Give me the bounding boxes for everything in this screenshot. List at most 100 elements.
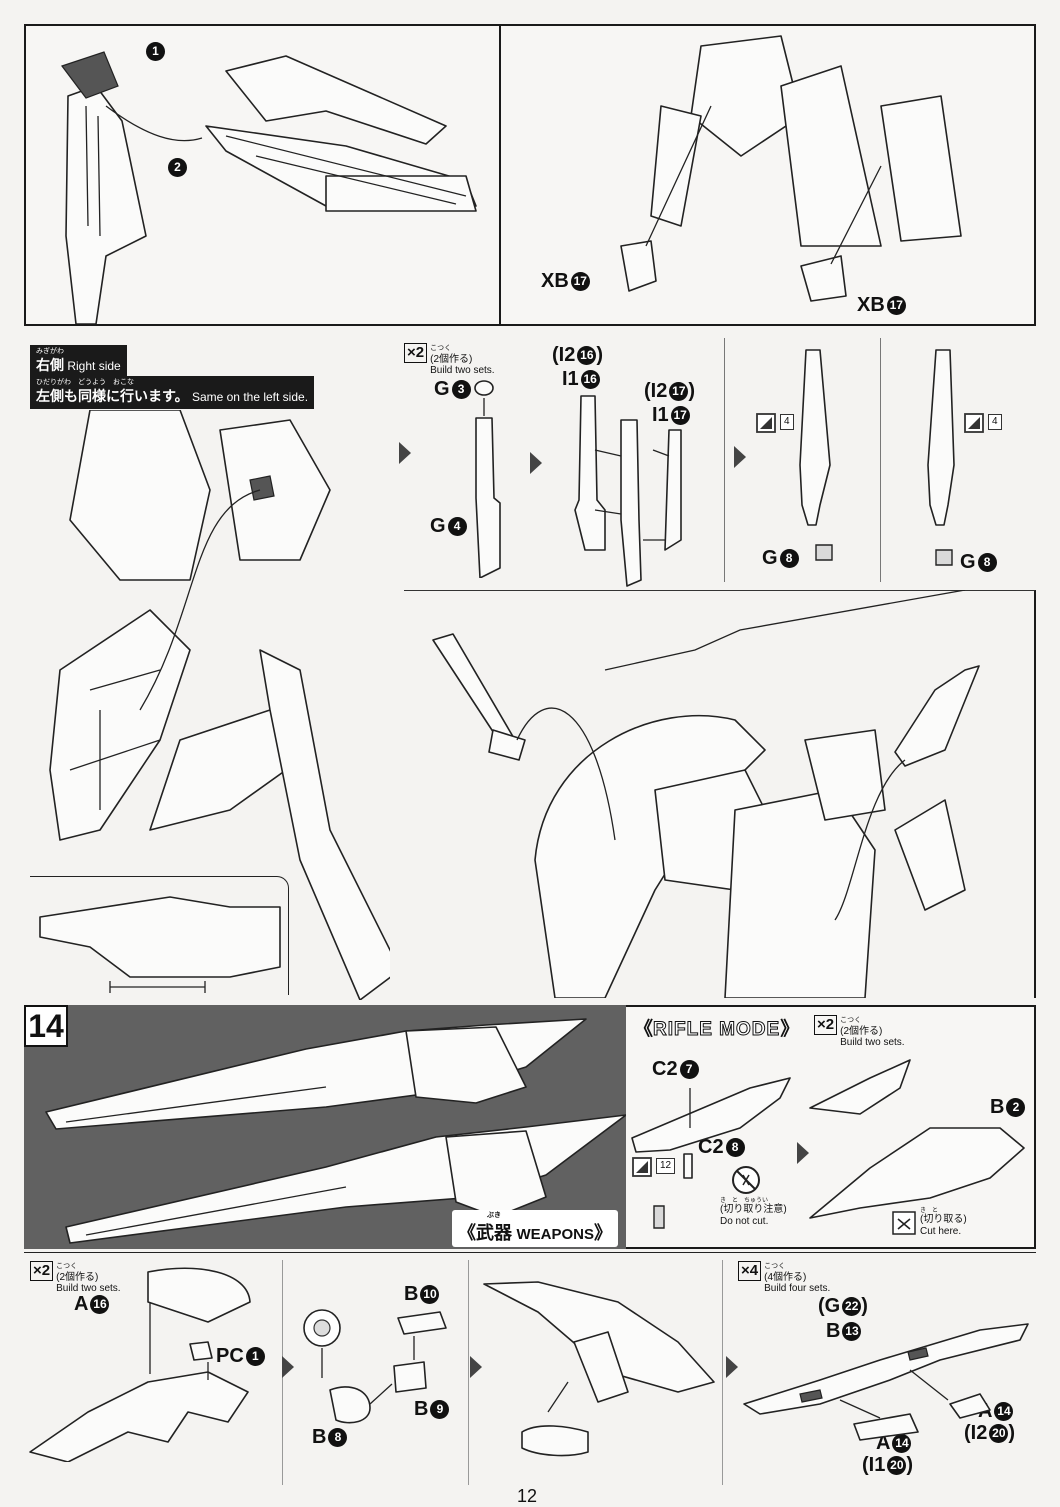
bottom-arrow-1 xyxy=(282,1356,294,1378)
g8-right-label: G xyxy=(960,551,976,573)
do-not-cut-icon xyxy=(732,1166,760,1194)
a14-bottom-number: 14 xyxy=(892,1434,912,1454)
step-2-marker: 2 xyxy=(168,158,187,177)
b10-label: B xyxy=(404,1283,419,1305)
x2-badge: ×2 xyxy=(404,343,428,363)
cut-here-en: Cut here. xyxy=(920,1226,962,1237)
bottom-divider-v-2 xyxy=(468,1260,469,1485)
rifle-mode-illustration xyxy=(631,1059,1025,1229)
weapons-jp: 武器 xyxy=(476,1223,512,1243)
build-four-jp: (4個作る) xyxy=(764,1272,807,1283)
divider-v-1 xyxy=(724,338,725,582)
right-side-ruby: みぎがわ xyxy=(36,348,64,355)
weapons-ruby: ぶき xyxy=(487,1212,501,1219)
i1-20-open: (I1 xyxy=(862,1454,886,1476)
i1-17-number: 17 xyxy=(670,406,690,426)
sticker-12: 12 xyxy=(656,1158,676,1174)
bottom-divider-v-3 xyxy=(722,1260,723,1485)
b13-label: B xyxy=(826,1320,841,1342)
i1-20-number: 20 xyxy=(887,1456,907,1476)
g4-number: 4 xyxy=(447,517,467,537)
b8-number: 8 xyxy=(328,1428,348,1448)
page-number: 12 xyxy=(517,1486,538,1506)
left-side-ruby: ひだりがわ どうよう おこな xyxy=(36,379,134,386)
xb17-right-number: 17 xyxy=(886,296,906,316)
pc1-label: PC xyxy=(216,1345,244,1367)
build-four-en: Build four sets. xyxy=(764,1283,831,1294)
divider-v-2 xyxy=(880,338,881,582)
i2-16-close: ) xyxy=(596,344,604,366)
left-side-jp: 左側も同様に行います。 xyxy=(36,388,189,404)
g22-number: 22 xyxy=(842,1297,862,1317)
weapons-en: WEAPONS xyxy=(516,1226,594,1243)
i1-17-label: I1 xyxy=(652,404,669,426)
b2-label: B xyxy=(990,1096,1005,1118)
g3-number: 3 xyxy=(451,380,471,400)
do-not-cut-en: Do not cut. xyxy=(720,1216,769,1227)
g22-open: (G xyxy=(818,1295,841,1317)
b10-number: 10 xyxy=(420,1285,440,1305)
xb-part-label-left: XB xyxy=(541,270,569,292)
inset-detail-box xyxy=(30,876,289,995)
build-two-en: Build two sets. xyxy=(430,365,495,376)
bottom-arrow-2 xyxy=(470,1356,482,1378)
right-side-assembly-illustration xyxy=(49,410,390,1000)
barrel-sticker-illustration xyxy=(799,349,955,566)
rifle-step-arrow xyxy=(797,1142,809,1164)
cut-here-icon xyxy=(892,1211,916,1235)
sticker-4-left: 4 xyxy=(780,414,794,430)
b9-number: 9 xyxy=(430,1400,450,1420)
a14-right-number: 14 xyxy=(994,1402,1014,1422)
rifle-weapons-illustration xyxy=(45,1018,626,1244)
sticker-icon-left xyxy=(756,413,776,433)
mounting-detail-frame xyxy=(404,590,1036,998)
do-not-cut-note: き と ちゅうい (切り取り注意) Do not cut. xyxy=(720,1198,787,1227)
b8-label: B xyxy=(312,1426,327,1448)
rifle-mode-title: 《RIFLE MODE》 xyxy=(634,1019,800,1041)
b2-number: 2 xyxy=(1006,1098,1026,1118)
i2-17-close: ) xyxy=(688,380,696,402)
right-side-banner: みぎがわ 右側 Right side xyxy=(30,345,127,378)
cut-here-note: き と (切り取る) Cut here. xyxy=(920,1208,967,1237)
i2-20-number: 20 xyxy=(989,1424,1009,1444)
a16-label: A xyxy=(74,1293,89,1315)
joint-parts-illustration xyxy=(303,1309,447,1424)
i1-16-number: 16 xyxy=(580,370,600,390)
bottom-divider xyxy=(24,1252,1036,1253)
g8-right-number: 8 xyxy=(977,553,997,573)
xb17-left-number: 17 xyxy=(570,272,590,292)
xb-part-label-right: XB xyxy=(857,294,885,316)
grip-assembly-illustration xyxy=(29,1267,251,1462)
right-side-en: Right side xyxy=(67,359,121,373)
a16-number: 16 xyxy=(90,1295,110,1315)
build-two-jp: (2個作る) xyxy=(430,354,473,365)
barrel-halves-illustration xyxy=(574,395,682,587)
arm-assembly-illustration xyxy=(61,51,477,324)
do-not-cut-jp: (切り取り注意) xyxy=(720,1204,787,1215)
step-1-marker: 1 xyxy=(146,42,165,61)
i2-16-open: (I2 xyxy=(552,344,576,366)
barrel-parts-illustration xyxy=(474,380,501,578)
i2-17-open: (I2 xyxy=(644,380,668,402)
right-side-jp: 右側 xyxy=(36,357,64,373)
c2-7-label: C2 xyxy=(652,1058,678,1080)
x4-badge: ×4 xyxy=(738,1261,762,1281)
step-arrow-3 xyxy=(734,446,746,468)
inset-detail-illustration xyxy=(39,896,281,993)
i2-17-number: 17 xyxy=(669,382,689,402)
left-side-banner: ひだりがわ どうよう おこな 左側も同様に行います。 Same on the l… xyxy=(30,376,315,409)
c2-7-number: 7 xyxy=(679,1060,699,1080)
step-arrow-2 xyxy=(530,452,542,474)
backpack-illustration xyxy=(620,35,962,302)
g22-close: ) xyxy=(861,1295,868,1317)
c2-8-number: 8 xyxy=(725,1138,745,1158)
g8-left-label: G xyxy=(762,547,778,569)
bottom-arrow-3 xyxy=(726,1356,738,1378)
g8-left-number: 8 xyxy=(779,549,799,569)
g4-label: G xyxy=(430,515,446,537)
